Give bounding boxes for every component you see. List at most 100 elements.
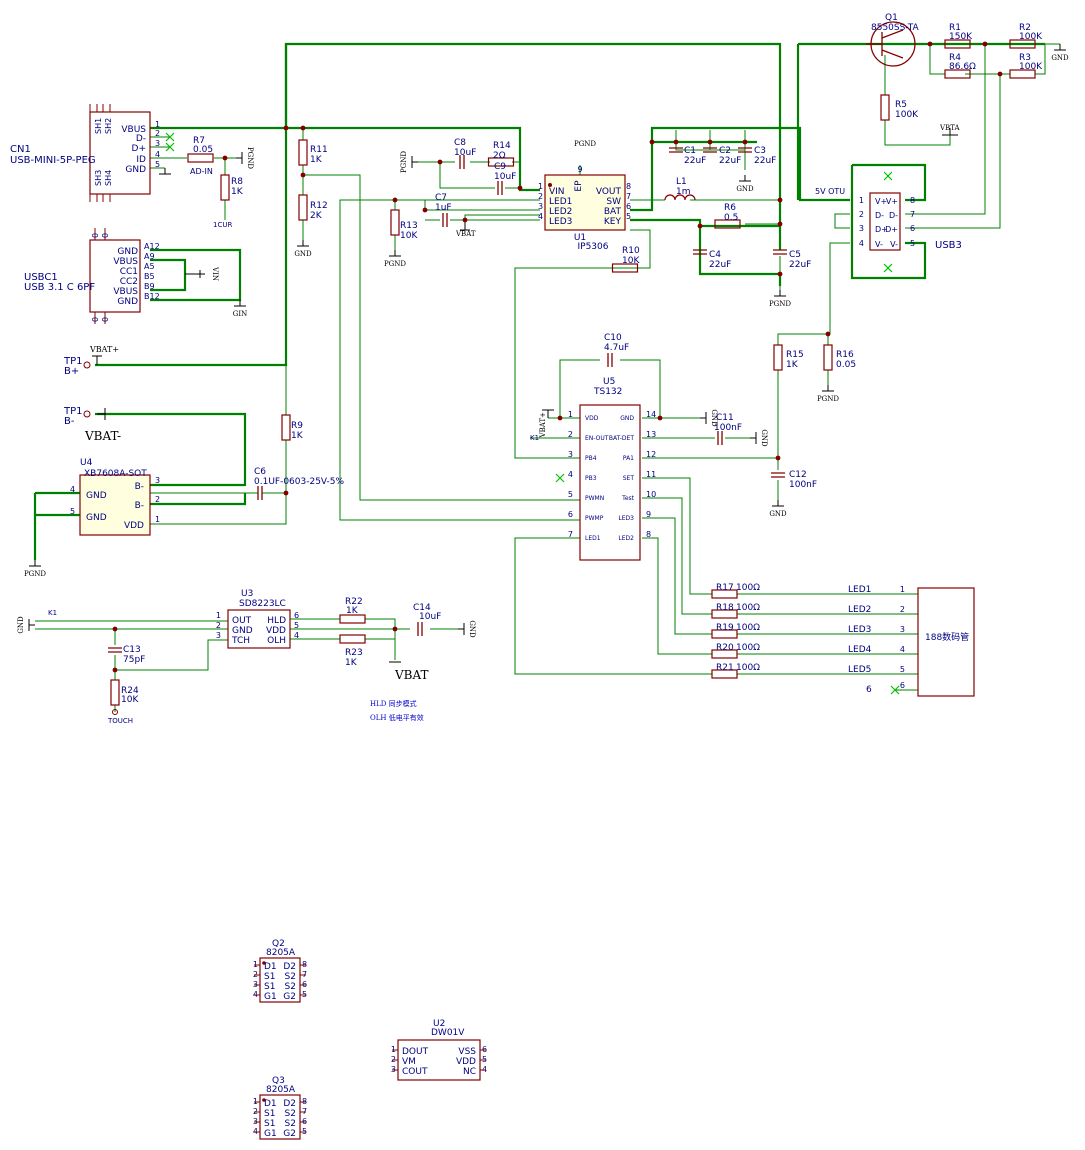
u1-pin5-num: 5 xyxy=(626,212,631,221)
u2-pin1-name: DOUT xyxy=(402,1047,429,1057)
u5-pin8-num: 8 xyxy=(646,530,651,539)
r24-value: 10K xyxy=(121,695,139,705)
tp1b-ref: TP1 xyxy=(63,406,83,417)
usbc1-vin-label: VIN xyxy=(211,266,219,281)
usb3-left-3-num: 3 xyxy=(859,224,864,233)
usb3-left-3-name: D+ xyxy=(875,225,888,234)
usb3-left-1-num: 1 xyxy=(859,196,864,205)
seg-pin-5-num: 5 xyxy=(900,665,905,674)
u3-pin5-num: 5 xyxy=(294,621,299,630)
u4-pin3-name: B- xyxy=(135,482,144,492)
usbc1-pin-B5-name: CC2 xyxy=(120,277,138,287)
net-led1: LED1 xyxy=(848,585,871,595)
c12-ref: C12 xyxy=(789,470,807,480)
u3-pin2-num: 2 xyxy=(216,621,221,630)
ic-u5: U5TS132VDD1EN-OUT2PB43PB34PWMN5PWMP6LED1… xyxy=(539,377,656,561)
usb3-left-2-name: D- xyxy=(875,211,884,220)
q1-ref: Q1 xyxy=(885,13,898,23)
junction-dot xyxy=(657,415,663,421)
r24-ref: R24 xyxy=(121,686,139,696)
u3-ref: U3 xyxy=(241,589,253,599)
cn1-pin-2-num: 2 xyxy=(155,129,160,138)
usb3-ref: USB3 xyxy=(935,240,962,251)
gnd-r12-label: GND xyxy=(294,250,312,258)
r20-value: 100Ω xyxy=(736,643,760,653)
pgnd-r13: PGND xyxy=(384,250,406,268)
gnd-u5-14-label: GND xyxy=(710,409,718,427)
r10-ref: R10 xyxy=(622,246,640,256)
gnd-r12: GND xyxy=(294,240,312,258)
junction-dot xyxy=(517,185,523,191)
r12-ref: R12 xyxy=(310,201,328,211)
r19-value: 100Ω xyxy=(736,623,760,633)
q3-pin5-name: G2 xyxy=(283,1129,296,1139)
usb3-left-2-num: 2 xyxy=(859,210,864,219)
c4-ref: C4 xyxy=(709,250,721,260)
junction-dot xyxy=(557,415,563,421)
r10-value: 10K xyxy=(622,256,640,266)
r17-ref: R17 xyxy=(716,583,734,593)
net-6: 6 xyxy=(866,685,872,695)
q2-pin8-name: D2 xyxy=(283,962,296,972)
u1-pin4-name: LED3 xyxy=(549,217,572,227)
no-connect-flag xyxy=(165,132,175,142)
c6-ref: C6 xyxy=(254,467,266,477)
u5-pin8-name: LED2 xyxy=(618,535,634,542)
q2-pin4-name: G1 xyxy=(264,992,277,1002)
u1-pin8-name: VOUT xyxy=(596,187,622,197)
r11-ref: R11 xyxy=(310,145,328,155)
u1-pin6-num: 6 xyxy=(626,202,631,211)
c3-ref: C3 xyxy=(754,146,766,156)
u5-vbatplus-label: VBAT+ xyxy=(539,412,547,439)
q3-pin3-name: S1 xyxy=(264,1119,275,1129)
u5-pin14-num: 14 xyxy=(646,410,656,419)
r23-value: 1K xyxy=(345,658,358,668)
u4-pin3-num: 3 xyxy=(155,476,160,485)
usb3-left-1-name: V+ xyxy=(875,197,887,206)
q3-pin1-name: D1 xyxy=(264,1099,277,1109)
u1-ep-pgnd-label: PGND xyxy=(574,140,596,148)
u1-pin3-num: 3 xyxy=(538,202,543,211)
usbc1-pin-B12-name: GND xyxy=(117,297,138,307)
u5-pin2-num: 2 xyxy=(568,430,573,439)
usbc1-shield-2: 0 xyxy=(91,317,100,322)
u3-pin2-name: GND xyxy=(232,626,253,636)
pgnd-r7-label: PGND xyxy=(246,147,254,169)
r9-value: 1K xyxy=(291,431,304,441)
c10-value: 4.7uF xyxy=(604,343,629,353)
usb3-right-7-name: D- xyxy=(889,211,898,220)
u5-pin4-num: 4 xyxy=(568,470,573,479)
q3-pin7-name: S2 xyxy=(285,1109,296,1119)
pgnd-c5-label: PGND xyxy=(769,300,791,308)
u5-pin10-num: 10 xyxy=(646,490,656,499)
usbc1-pin-B5-num: B5 xyxy=(144,272,155,281)
u5-pin3-name: PB4 xyxy=(585,455,597,462)
r18-value: 100Ω xyxy=(736,603,760,613)
c13-value: 75pF xyxy=(123,655,145,665)
u2-pin4-name: NC xyxy=(463,1067,476,1077)
junction-dot xyxy=(283,490,289,496)
q3-ref: Q3 xyxy=(272,1076,285,1086)
u4-ref: U4 xyxy=(80,458,93,468)
testpoint-tp1-plus xyxy=(83,355,102,369)
r17-value: 100Ω xyxy=(736,583,760,593)
u5-pin1-name: VDD xyxy=(585,415,599,422)
u5-pin9-num: 9 xyxy=(646,510,651,519)
usb3-right-8-name: V+ xyxy=(886,197,898,206)
junction-dot xyxy=(112,626,118,632)
usbc1-shield-0: 0 xyxy=(91,233,100,238)
c14-ref: C14 xyxy=(413,603,431,613)
u2-ref: U2 xyxy=(433,1019,445,1029)
c7-ref: C7 xyxy=(435,193,447,203)
